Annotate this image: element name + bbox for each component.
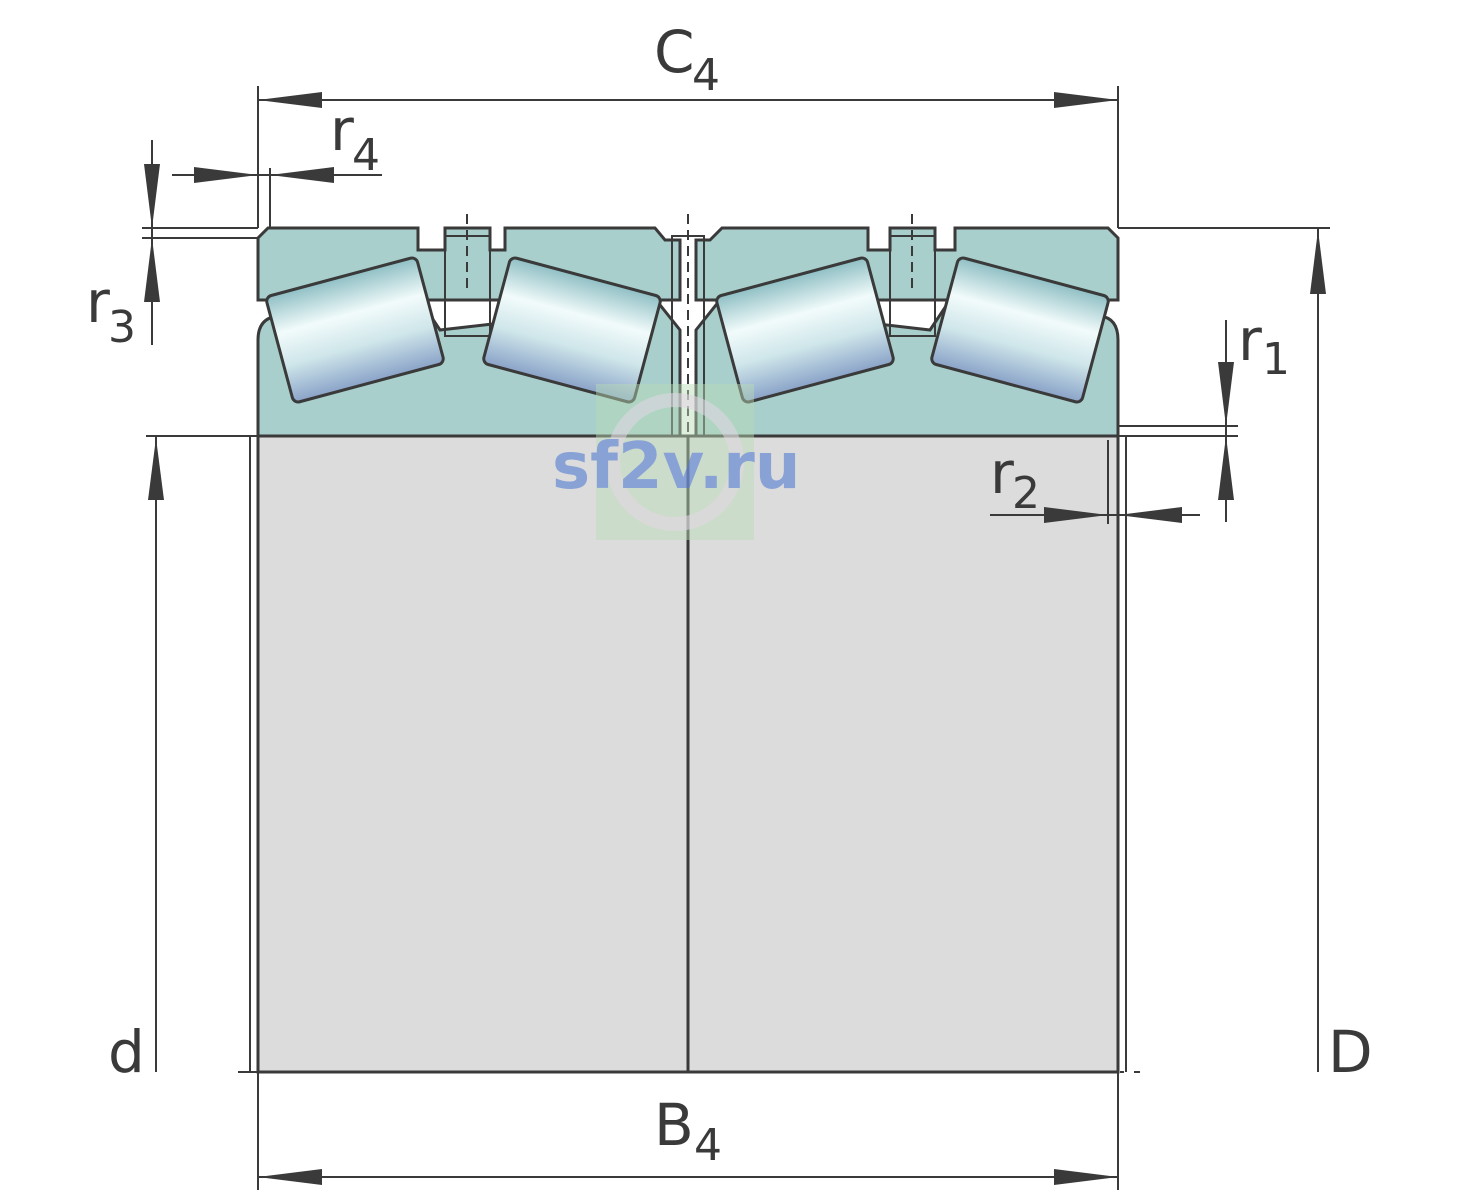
r4-arrow-left <box>194 167 258 183</box>
roller-2 <box>482 256 662 404</box>
watermark-text: sf2v.ru <box>552 430 800 504</box>
r4-arrow-right <box>270 167 334 183</box>
roller-3 <box>715 256 895 404</box>
r2-label-sub: 2 <box>1012 468 1040 519</box>
roller-4 <box>930 256 1110 404</box>
bore-left-half <box>256 434 690 1074</box>
r3-label: r <box>86 268 110 336</box>
c4-arrow-left <box>258 92 322 108</box>
r4-label-sub: 4 <box>352 130 380 181</box>
r2-arrow-left <box>1044 507 1108 523</box>
r3-arrow-bottom <box>144 238 160 302</box>
c4-arrow-right <box>1054 92 1118 108</box>
r3-label-sub: 3 <box>108 302 136 353</box>
bore-right-half <box>686 434 1120 1074</box>
r1-label-sub: 1 <box>1262 334 1290 385</box>
D-label: D <box>1328 1018 1373 1086</box>
r1-arrow-top <box>1218 362 1234 426</box>
c4-label-sub: 4 <box>692 50 720 101</box>
r2-arrow-right <box>1118 507 1182 523</box>
watermark-bearing-icon <box>606 393 744 531</box>
b4-label: B <box>654 1091 694 1159</box>
r2-label: r <box>990 439 1014 507</box>
r1-arrow-bottom <box>1218 436 1234 500</box>
watermark-bg <box>596 384 754 540</box>
b4-arrow-right <box>1054 1169 1118 1185</box>
roller-1 <box>265 256 445 404</box>
b4-arrow-left <box>258 1169 322 1185</box>
r3-arrow-top <box>144 164 160 228</box>
d-label: d <box>108 1018 145 1086</box>
b4-label-sub: 4 <box>694 1120 722 1171</box>
d-arrow <box>148 438 164 500</box>
D-arrow <box>1310 230 1326 294</box>
watermark: sf2v.ru <box>552 384 800 540</box>
r4-label: r <box>330 96 354 164</box>
r1-label: r <box>1238 306 1262 374</box>
c4-label: C <box>654 18 695 86</box>
